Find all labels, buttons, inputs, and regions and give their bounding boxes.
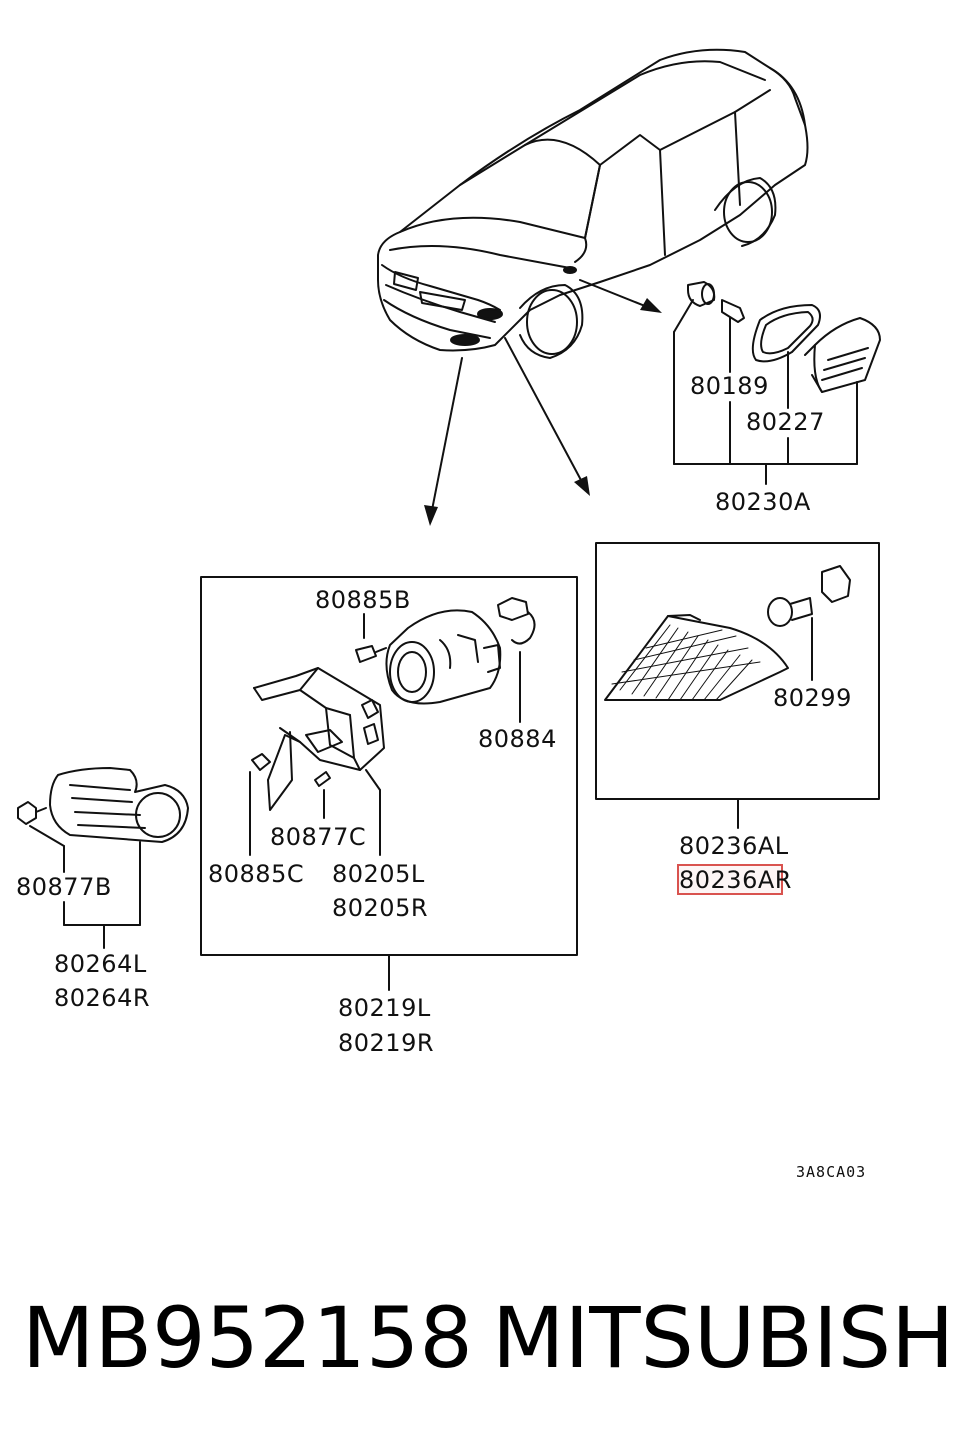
part-label-80877C: 80877C (270, 823, 367, 851)
car-illustration (377, 48, 809, 359)
part-label-80236AR: 80236AR (679, 866, 792, 894)
part-label-80884: 80884 (478, 725, 557, 753)
part-label-80205L: 80205L (332, 860, 425, 888)
part-label-80264L: 80264L (54, 950, 147, 978)
fog-lamp-assembly (200, 576, 578, 991)
part-label-80885C: 80885C (208, 860, 305, 888)
part-label-80236AL: 80236AL (679, 832, 789, 860)
callout-arrows (424, 279, 662, 526)
side-marker-assembly (673, 281, 881, 485)
part-label-80230A: 80230A (715, 488, 811, 516)
corner-lamp-assembly (595, 542, 880, 829)
footer-brand: MITSUBISHI (492, 1289, 960, 1387)
diagram-code: 3A8CA03 (796, 1163, 867, 1181)
part-label-80227: 80227 (746, 408, 825, 436)
fog-lamp-cover (17, 767, 189, 949)
part-label-80219L: 80219L (338, 994, 431, 1022)
part-label-80299: 80299 (773, 684, 852, 712)
part-label-80877B: 80877B (16, 873, 112, 901)
part-label-80885B: 80885B (315, 586, 411, 614)
footer-part-number: MB952158 (22, 1289, 473, 1387)
part-label-80205R: 80205R (332, 894, 429, 922)
part-label-80264R: 80264R (54, 984, 151, 1012)
part-label-80219R: 80219R (338, 1029, 435, 1057)
highlighted-part-box (677, 864, 783, 895)
part-label-80189: 80189 (690, 372, 769, 400)
